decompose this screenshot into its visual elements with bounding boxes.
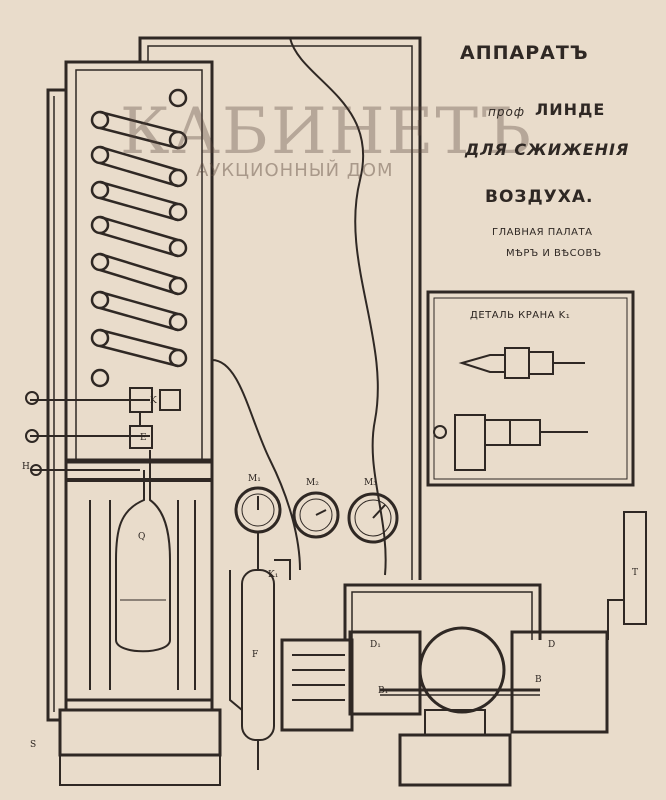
label-k: K	[150, 396, 157, 406]
label-e: E	[140, 433, 147, 443]
liquid-air-receiver	[115, 470, 171, 653]
label-h: H	[22, 462, 30, 472]
label-m1: M₁	[248, 474, 261, 484]
watermark-subtext: АУКЦИОННЫЙ ДОМ	[196, 160, 394, 181]
compressor	[280, 583, 609, 787]
label-k1: K₁	[268, 570, 279, 580]
title-line-2: ЛИНДЕ	[535, 100, 606, 119]
label-b1: B₁	[378, 686, 389, 696]
title-prefix: проф	[488, 105, 526, 119]
cooling-tank	[607, 511, 647, 640]
label-d: D	[548, 640, 556, 650]
main-column	[58, 60, 222, 786]
label-q: Q	[138, 532, 146, 542]
label-m2: M₂	[306, 478, 319, 488]
top-supply-pipe	[138, 36, 422, 580]
gauge-line	[289, 37, 387, 576]
return-pipe	[46, 88, 66, 722]
title-line-1: АППАРАТЪ	[460, 42, 589, 64]
label-t: T	[632, 568, 639, 578]
title-line-6: МѢРЪ И ВѢСОВЪ	[506, 248, 602, 259]
pressure-gauges	[234, 486, 399, 570]
label-d1: D₁	[370, 640, 381, 650]
valve-assembly	[25, 387, 181, 500]
title-line-3: ДЛЯ СЖИЖЕНІЯ	[465, 140, 630, 159]
cooling-coil	[90, 88, 188, 388]
label-b: B	[535, 675, 542, 685]
detail-title: ДЕТАЛЬ КРАНА K₁	[470, 310, 571, 321]
label-m3: M₃	[364, 478, 377, 488]
title-line-5: ГЛАВНАЯ ПАЛАТА	[492, 227, 593, 238]
watermark-text: КАБИНЕТЪ	[120, 95, 533, 169]
label-s: S	[30, 740, 37, 750]
label-f: F	[252, 650, 259, 660]
detail-box	[426, 290, 635, 487]
title-line-4: ВОЗДУХА.	[485, 187, 594, 207]
